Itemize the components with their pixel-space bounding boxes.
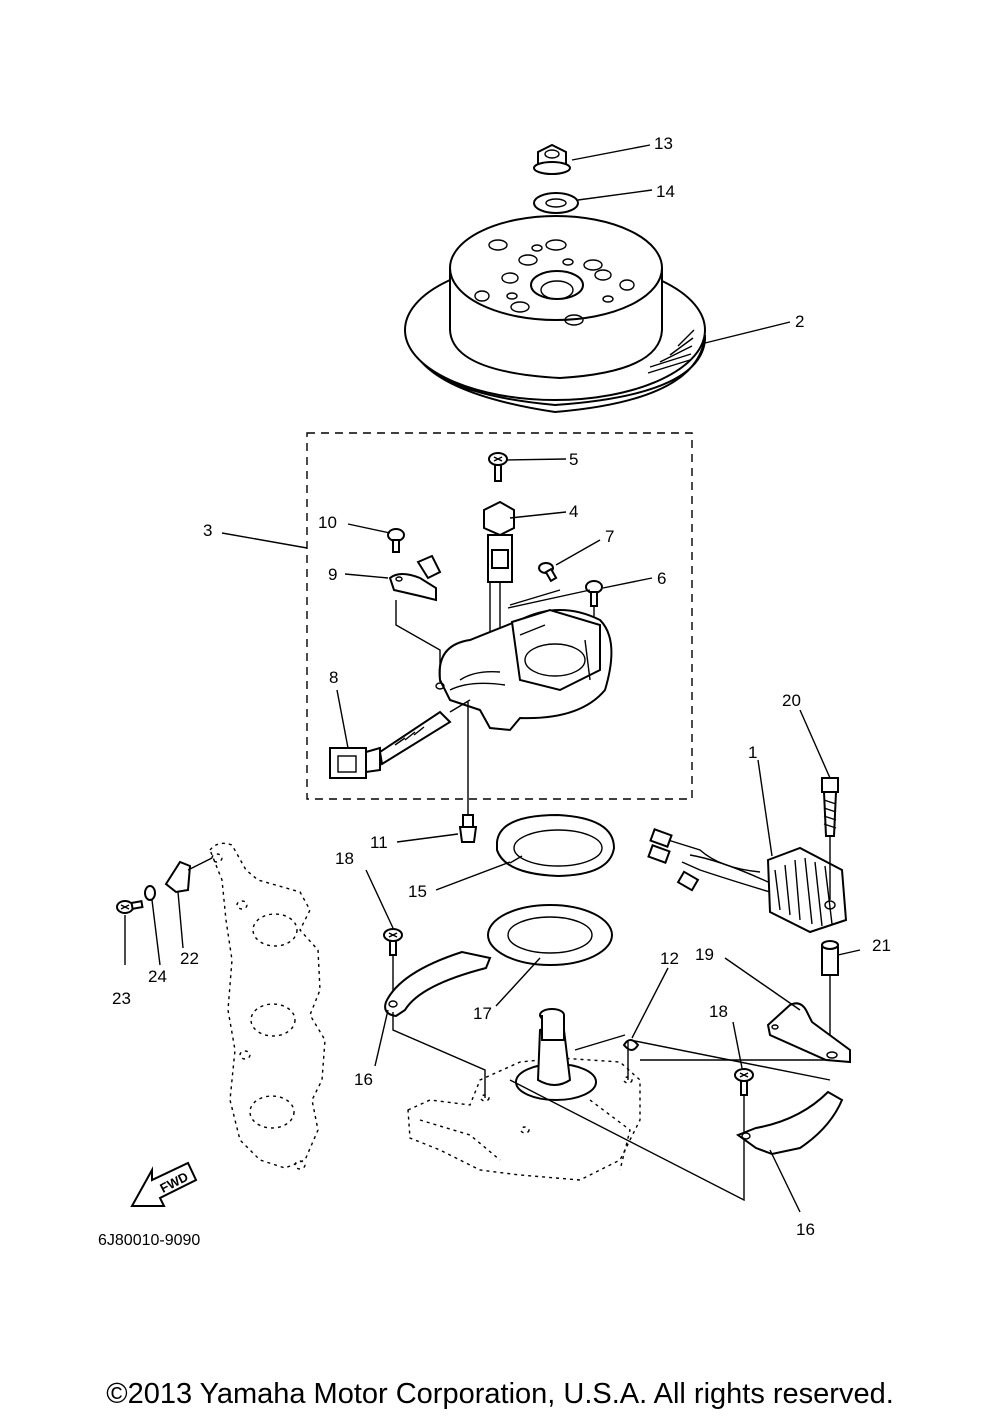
callout-18-right: 18	[709, 1002, 728, 1021]
callout-18-left: 18	[335, 849, 354, 868]
callout-24: 24	[148, 967, 167, 986]
callout-1: 1	[748, 743, 757, 762]
callout-16-left: 16	[354, 1070, 373, 1089]
part-14-washer	[533, 192, 579, 214]
callout-13: 13	[654, 134, 673, 153]
part-2-flywheel	[404, 215, 706, 414]
callout-21: 21	[872, 936, 891, 955]
callout-2: 2	[795, 312, 804, 331]
callout-7: 7	[605, 527, 614, 546]
part-20-bolt	[821, 777, 839, 900]
part-16-bracket-right	[735, 1090, 844, 1156]
part-23-screw	[116, 900, 144, 914]
callout-6: 6	[657, 569, 666, 588]
part-24-washer	[144, 885, 156, 901]
part-19-lead	[766, 1002, 851, 1064]
callout-9: 9	[328, 565, 337, 584]
callout-8: 8	[329, 668, 338, 687]
copyright-notice: ©2013 Yamaha Motor Corporation, U.S.A. A…	[106, 1378, 894, 1410]
part-11-bolt	[458, 790, 478, 843]
crankcase	[407, 1008, 641, 1181]
manifold	[209, 842, 326, 1170]
part-18-screw-right	[734, 1068, 754, 1135]
part-22-bracket	[164, 857, 213, 894]
callout-3: 3	[203, 521, 212, 540]
callout-15: 15	[408, 882, 427, 901]
callout-22: 22	[180, 949, 199, 968]
stator-assembly-box	[306, 432, 693, 800]
part-4-pulser-coil	[483, 500, 515, 660]
callout-14: 14	[656, 182, 675, 201]
callout-12: 12	[660, 949, 679, 968]
stator-base	[435, 589, 613, 732]
fwd-arrow: FWD	[130, 1161, 198, 1207]
callout-16-right: 16	[796, 1220, 815, 1239]
callout-5: 5	[569, 450, 578, 469]
callout-19: 19	[695, 945, 714, 964]
callout-23: 23	[112, 989, 131, 1008]
diagram-code: 6J80010-9090	[98, 1232, 200, 1249]
part-13-nut	[533, 143, 571, 175]
part-16-bracket-left	[384, 950, 492, 1018]
part-5-screw	[488, 452, 508, 482]
callout-4: 4	[569, 502, 578, 521]
callout-17: 17	[473, 1004, 492, 1023]
part-15-ring	[496, 813, 616, 878]
part-9-plate	[388, 554, 442, 602]
part-7-screw	[538, 562, 558, 583]
part-1-cdi-unit	[647, 828, 848, 934]
callout-10: 10	[318, 513, 337, 532]
callout-20: 20	[782, 691, 801, 710]
part-8-lead	[329, 699, 471, 779]
part-10-screw	[387, 528, 405, 553]
part-17-plate	[487, 904, 613, 966]
callout-11: 11	[370, 833, 388, 852]
